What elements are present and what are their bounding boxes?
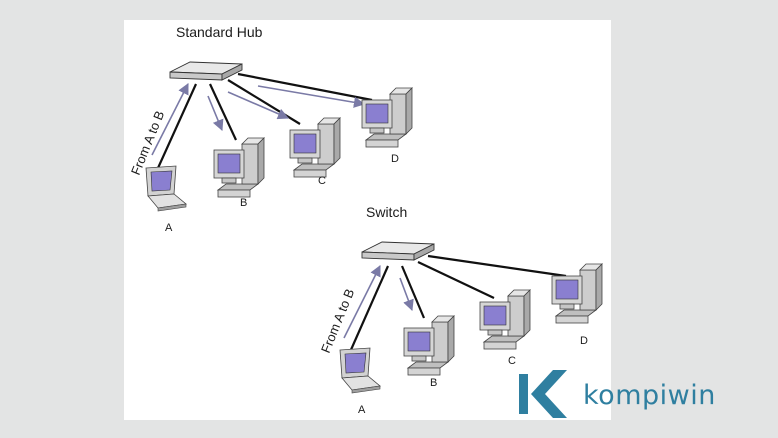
kompiwin-logo-text: kompiwin: [583, 380, 716, 411]
hub-signal-arrows: [151, 83, 366, 156]
switch-label-d: D: [580, 335, 588, 347]
hub-label-c: C: [318, 175, 326, 187]
hub-cables: [156, 72, 373, 169]
switch-cables: [348, 254, 567, 353]
switch-title: Switch: [366, 204, 407, 220]
hub-label-a: A: [165, 222, 173, 234]
switch-signal-arrows: [343, 264, 414, 339]
switch-label-c: C: [508, 355, 516, 367]
hub-label-d: D: [391, 153, 399, 165]
kompiwin-logo: kompiwin: [519, 370, 716, 418]
kompiwin-logo-icon: [519, 370, 567, 418]
switch-label-b: B: [430, 377, 437, 389]
hub-label-b: B: [240, 197, 247, 209]
hub-title: Standard Hub: [176, 24, 263, 40]
switch-label-a: A: [358, 404, 366, 416]
